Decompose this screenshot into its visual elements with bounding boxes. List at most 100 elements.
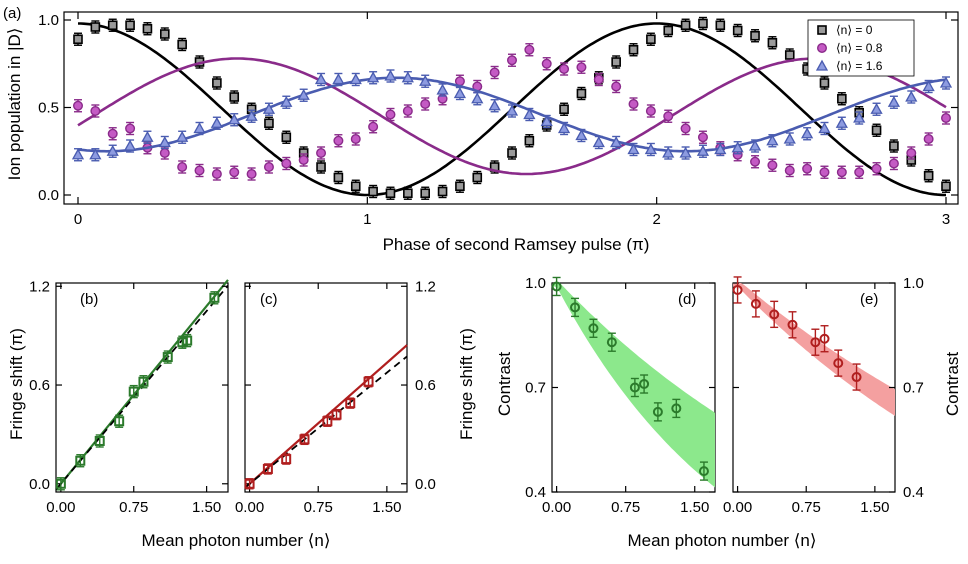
data-point-series-2 [887, 95, 901, 107]
data-point-series-0 [177, 39, 187, 50]
data-point [322, 416, 333, 427]
legend-label-1: ⟨n⟩ = 0.8 [836, 41, 883, 55]
data-point-series-2 [540, 115, 553, 127]
data-point-series-1 [489, 67, 500, 78]
data-point-series-0 [889, 141, 899, 151]
data-point [182, 335, 193, 346]
data-point-series-0 [576, 88, 587, 99]
fit-curve-series-2 [77, 76, 947, 153]
data-point [281, 454, 292, 465]
y-tick-label: 0.0 [38, 187, 59, 204]
data-point-series-2 [662, 146, 675, 158]
data-point-series-0 [784, 50, 795, 60]
legend: ⟨n⟩ = 0 ⟨n⟩ = 0.8 ⟨n⟩ = 1.6 [807, 19, 915, 77]
data-point-series-0 [437, 186, 448, 197]
data-point-series-0 [90, 22, 101, 32]
data-point-series-0 [507, 148, 517, 158]
panel-a-xlabel: Phase of second Ramsey pulse (π) [383, 235, 650, 254]
data-point [331, 409, 342, 420]
data-point-series-1 [697, 132, 708, 143]
data-point [128, 386, 139, 397]
data-point-series-0 [923, 170, 934, 181]
data-point [652, 406, 663, 417]
data-point-series-2 [262, 102, 276, 114]
data-point-series-2 [939, 76, 953, 88]
data-point-series-2 [280, 95, 293, 107]
frame [55, 282, 229, 493]
y-tick-label: 1.0 [38, 12, 59, 29]
y-tick-label: 0.4 [525, 484, 546, 501]
data-point-series-1 [784, 165, 795, 176]
x-tick-label: 0.00 [542, 499, 571, 516]
panel-c-ylabel: Fringe shift (π) [457, 328, 476, 440]
data-point-series-2 [314, 73, 328, 85]
data-point [138, 376, 149, 387]
data-point-series-1 [680, 123, 691, 134]
data-point-series-2 [731, 141, 744, 153]
data-point-series-2 [835, 116, 848, 128]
data-point [363, 376, 374, 387]
data-point [629, 382, 640, 393]
data-point [114, 416, 125, 427]
panel-c-label: (c) [260, 291, 278, 308]
data-point [244, 478, 255, 489]
data-point-series-0 [628, 44, 639, 55]
x-tick-label: 1.50 [192, 499, 221, 516]
data-point-series-1 [611, 81, 622, 92]
data-point [345, 398, 356, 409]
data-point-series-1 [316, 147, 327, 158]
data-point-series-2 [610, 136, 623, 148]
data-point-series-1 [194, 165, 205, 176]
data-point-series-0 [524, 135, 535, 146]
data-point-series-2 [297, 88, 310, 100]
data-point-series-0 [559, 104, 569, 115]
data-point-series-1 [663, 111, 674, 122]
data-point-series-0 [403, 188, 413, 199]
data-point-series-0 [941, 181, 951, 192]
data-point [833, 358, 844, 369]
data-point [606, 337, 617, 348]
data-point-series-1 [524, 44, 535, 55]
data-point-series-0 [472, 172, 483, 183]
x-tick-label: 0.75 [119, 499, 148, 516]
data-point-series-2 [89, 148, 102, 160]
data-point-series-1 [107, 128, 118, 139]
data-point [851, 372, 862, 383]
data-point-series-1 [90, 105, 101, 116]
y-tick-label: 0.5 [38, 100, 59, 117]
data-point-series-1 [177, 161, 188, 172]
data-point-series-1 [159, 147, 170, 158]
data-point-series-1 [281, 158, 292, 169]
panel-de-xlabel: Mean photon number ⟨n⟩ [627, 531, 816, 550]
data-point-series-1 [507, 55, 518, 66]
legend-marker-0 [817, 25, 827, 35]
data-point [750, 298, 761, 309]
data-point-series-1 [350, 133, 361, 144]
data-point [75, 455, 86, 466]
legend-label-0: ⟨n⟩ = 0 [836, 23, 873, 37]
data-point-series-2 [245, 109, 258, 121]
y-tick-label: 0.4 [903, 484, 924, 501]
data-point-series-1 [941, 112, 952, 123]
data-point-series-2 [870, 102, 883, 114]
data-point-series-0 [767, 37, 778, 48]
data-point-series-2 [106, 144, 119, 156]
x-tick-label: 0.00 [723, 499, 752, 516]
data-point-series-2 [158, 136, 171, 148]
data-point-series-0 [333, 172, 344, 183]
data-point-series-0 [368, 186, 378, 197]
panel-b-label: (b) [80, 291, 98, 308]
y-tick-label: 0.6 [415, 377, 436, 394]
y-tick-label: 0.6 [29, 377, 50, 394]
data-point-series-1 [72, 100, 83, 111]
legend-marker-2 [815, 59, 829, 71]
data-point-series-0 [264, 118, 274, 129]
x-tick-label: 1 [363, 211, 371, 228]
data-point-series-2 [384, 69, 397, 81]
data-point [698, 466, 709, 477]
data-point [787, 319, 798, 330]
